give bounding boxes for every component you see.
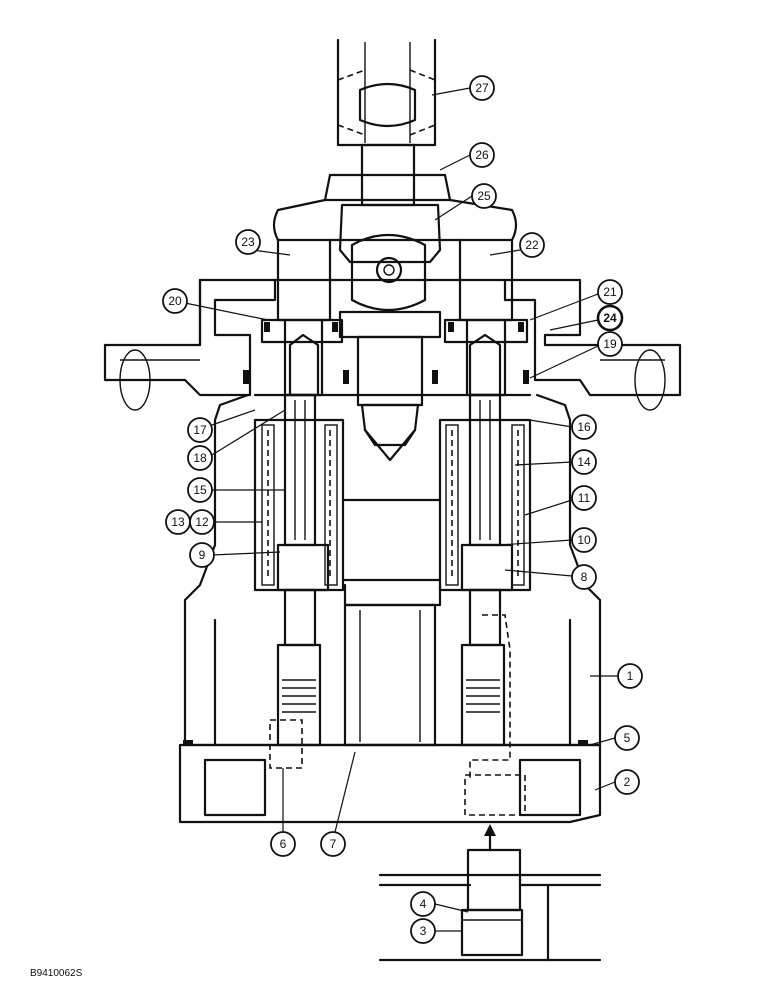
main-body <box>183 393 602 747</box>
right-plunger <box>432 238 529 397</box>
callout-label: 1 <box>627 669 634 683</box>
callout-17: 17 <box>187 417 213 443</box>
callout-label: 3 <box>420 924 427 938</box>
top-nut <box>336 38 437 147</box>
callout-label: 18 <box>193 451 207 465</box>
callout-label: 21 <box>603 285 617 299</box>
callout-24: 24 <box>596 304 624 332</box>
callout-label: 15 <box>193 483 207 497</box>
lower-spools <box>269 588 511 780</box>
callout-5: 5 <box>614 725 640 751</box>
callout-11: 11 <box>571 485 597 511</box>
callout-label: 11 <box>578 491 591 505</box>
callout-8: 8 <box>571 564 597 590</box>
callout-label: 27 <box>475 81 489 95</box>
callout-7: 7 <box>320 831 346 857</box>
callout-label: 26 <box>475 148 489 162</box>
callout-25: 25 <box>471 183 497 209</box>
callout-2: 2 <box>614 769 640 795</box>
callout-label: 25 <box>477 189 491 203</box>
callout-label: 9 <box>199 548 206 562</box>
callout-6: 6 <box>270 831 296 857</box>
callout-4: 4 <box>410 891 436 917</box>
callout-label: 2 <box>624 775 631 789</box>
callout-label: 16 <box>577 420 591 434</box>
callout-label: 13 <box>171 515 185 529</box>
center-rod <box>338 310 442 462</box>
callout-label: 20 <box>168 294 182 308</box>
figure-id: B9410062S <box>30 968 83 979</box>
callout-label: 19 <box>603 337 617 351</box>
leader-lines <box>184 87 618 932</box>
callout-label: 4 <box>420 897 427 911</box>
callout-label: 8 <box>581 570 588 584</box>
callout-label: 10 <box>577 533 591 547</box>
callout-16: 16 <box>571 414 597 440</box>
callout-label: 24 <box>603 311 617 325</box>
callout-13: 13 <box>165 509 191 535</box>
left-spring-chamber <box>253 393 345 592</box>
handle-plate <box>272 198 518 311</box>
callout-18: 18 <box>187 445 213 471</box>
center-bore <box>341 498 442 747</box>
left-plunger <box>243 238 349 397</box>
detail-inset <box>378 848 602 962</box>
callout-27: 27 <box>469 75 495 101</box>
callout-1: 1 <box>617 663 643 689</box>
callout-label: 5 <box>624 731 631 745</box>
right-spring-chamber <box>438 393 532 592</box>
callout-26: 26 <box>469 142 495 168</box>
callout-15: 15 <box>187 477 213 503</box>
detail-arrow <box>484 824 496 852</box>
handle-stem <box>323 143 452 207</box>
callout-21: 21 <box>597 279 623 305</box>
callout-label: 17 <box>193 423 207 437</box>
callout-label: 23 <box>241 235 255 249</box>
callout-label: 14 <box>577 455 591 469</box>
callout-19: 19 <box>597 331 623 357</box>
callout-label: 6 <box>280 837 287 851</box>
callout-23: 23 <box>235 229 261 255</box>
callout-3: 3 <box>410 918 436 944</box>
callout-label: 7 <box>330 837 337 851</box>
callout-9: 9 <box>189 542 215 568</box>
callout-20: 20 <box>162 288 188 314</box>
callout-22: 22 <box>519 232 545 258</box>
callout-label: 12 <box>195 515 209 529</box>
base-plate <box>178 740 602 824</box>
upper-housing <box>103 278 682 411</box>
callout-14: 14 <box>571 449 597 475</box>
callout-10: 10 <box>571 527 597 553</box>
callout-12: 12 <box>189 509 215 535</box>
callout-label: 22 <box>525 238 539 252</box>
